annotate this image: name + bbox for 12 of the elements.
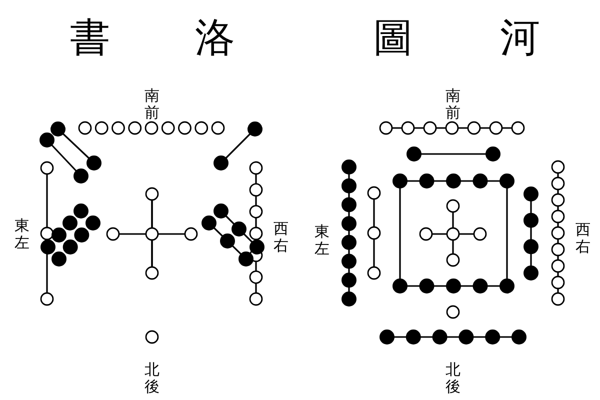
title-character: 洛 <box>195 18 235 58</box>
title-character: 書 <box>70 18 110 58</box>
title-character: 河 <box>500 18 540 58</box>
direction-label: 北後 <box>144 362 160 394</box>
direction-label: 南前 <box>446 88 460 120</box>
direction-label: 西右 <box>274 220 288 254</box>
direction-label: 東左 <box>314 224 330 256</box>
title-character: 圖 <box>373 18 413 58</box>
direction-label: 南前 <box>144 88 160 120</box>
direction-label: 北後 <box>446 362 460 394</box>
direction-label: 東左 <box>14 218 30 250</box>
direction-label: 西右 <box>576 222 590 254</box>
